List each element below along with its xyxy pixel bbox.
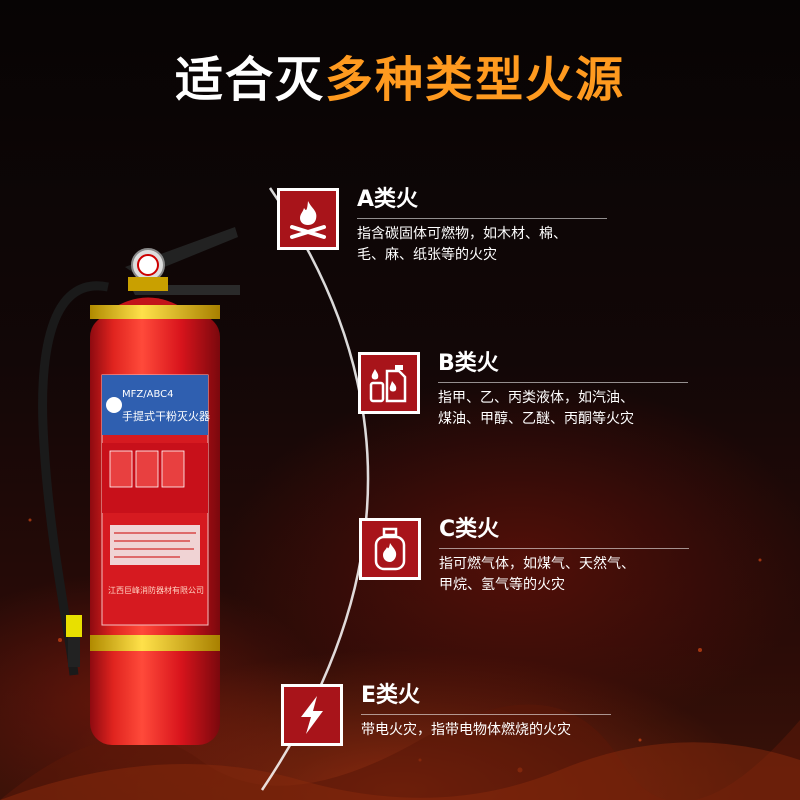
extinguisher-company-label: 江西巨峰消防器材有限公司 [108,585,204,595]
description-line-2: 煤油、甲醇、乙醚、丙酮等火灾 [438,411,634,427]
description-line-2: 甲烷、氢气等的火灾 [439,577,565,593]
liquid-canister-icon [358,352,420,414]
gas-cylinder-icon [359,518,421,580]
fire-class-description: 带电火灾，指带电物体燃烧的火灾 [361,720,571,741]
fire-class-title: E类火 [361,683,421,708]
fire-class-description: 指可燃气体，如煤气、天然气、 甲烷、氢气等的火灾 [439,554,635,596]
fire-extinguisher-image: MFZ/ABC4 手提式干粉灭火器 江西巨峰消防器材有限公司 [38,227,240,745]
title-divider [438,382,688,383]
extinguisher-model-label: MFZ/ABC4 [122,389,173,400]
fire-class-title: C类火 [439,517,500,542]
description-line-1: 指甲、乙、丙类液体，如汽油、 [438,390,634,406]
description-line-1: 指可燃气体，如煤气、天然气、 [439,556,635,572]
title-divider [357,218,607,219]
description-line-2: 毛、麻、纸张等的火灾 [357,247,497,263]
page-headline: 适合灭多种类型火源 [0,50,800,110]
extinguisher-type-label: 手提式干粉灭火器 [122,409,210,423]
headline-white-text: 适合灭 [174,52,325,108]
title-divider [361,714,611,715]
headline-orange-text: 多种类型火源 [325,52,626,108]
fire-class-description: 指甲、乙、丙类液体，如汽油、 煤油、甲醇、乙醚、丙酮等火灾 [438,388,634,430]
description-line-1: 带电火灾，指带电物体燃烧的火灾 [361,722,571,738]
fire-class-title: A类火 [357,187,419,212]
fire-class-title: B类火 [438,351,499,376]
description-line-1: 指含碳固体可燃物，如木材、棉、 [357,226,567,242]
lightning-icon [281,684,343,746]
wood-fire-icon [277,188,339,250]
fire-class-description: 指含碳固体可燃物，如木材、棉、 毛、麻、纸张等的火灾 [357,224,567,266]
title-divider [439,548,689,549]
